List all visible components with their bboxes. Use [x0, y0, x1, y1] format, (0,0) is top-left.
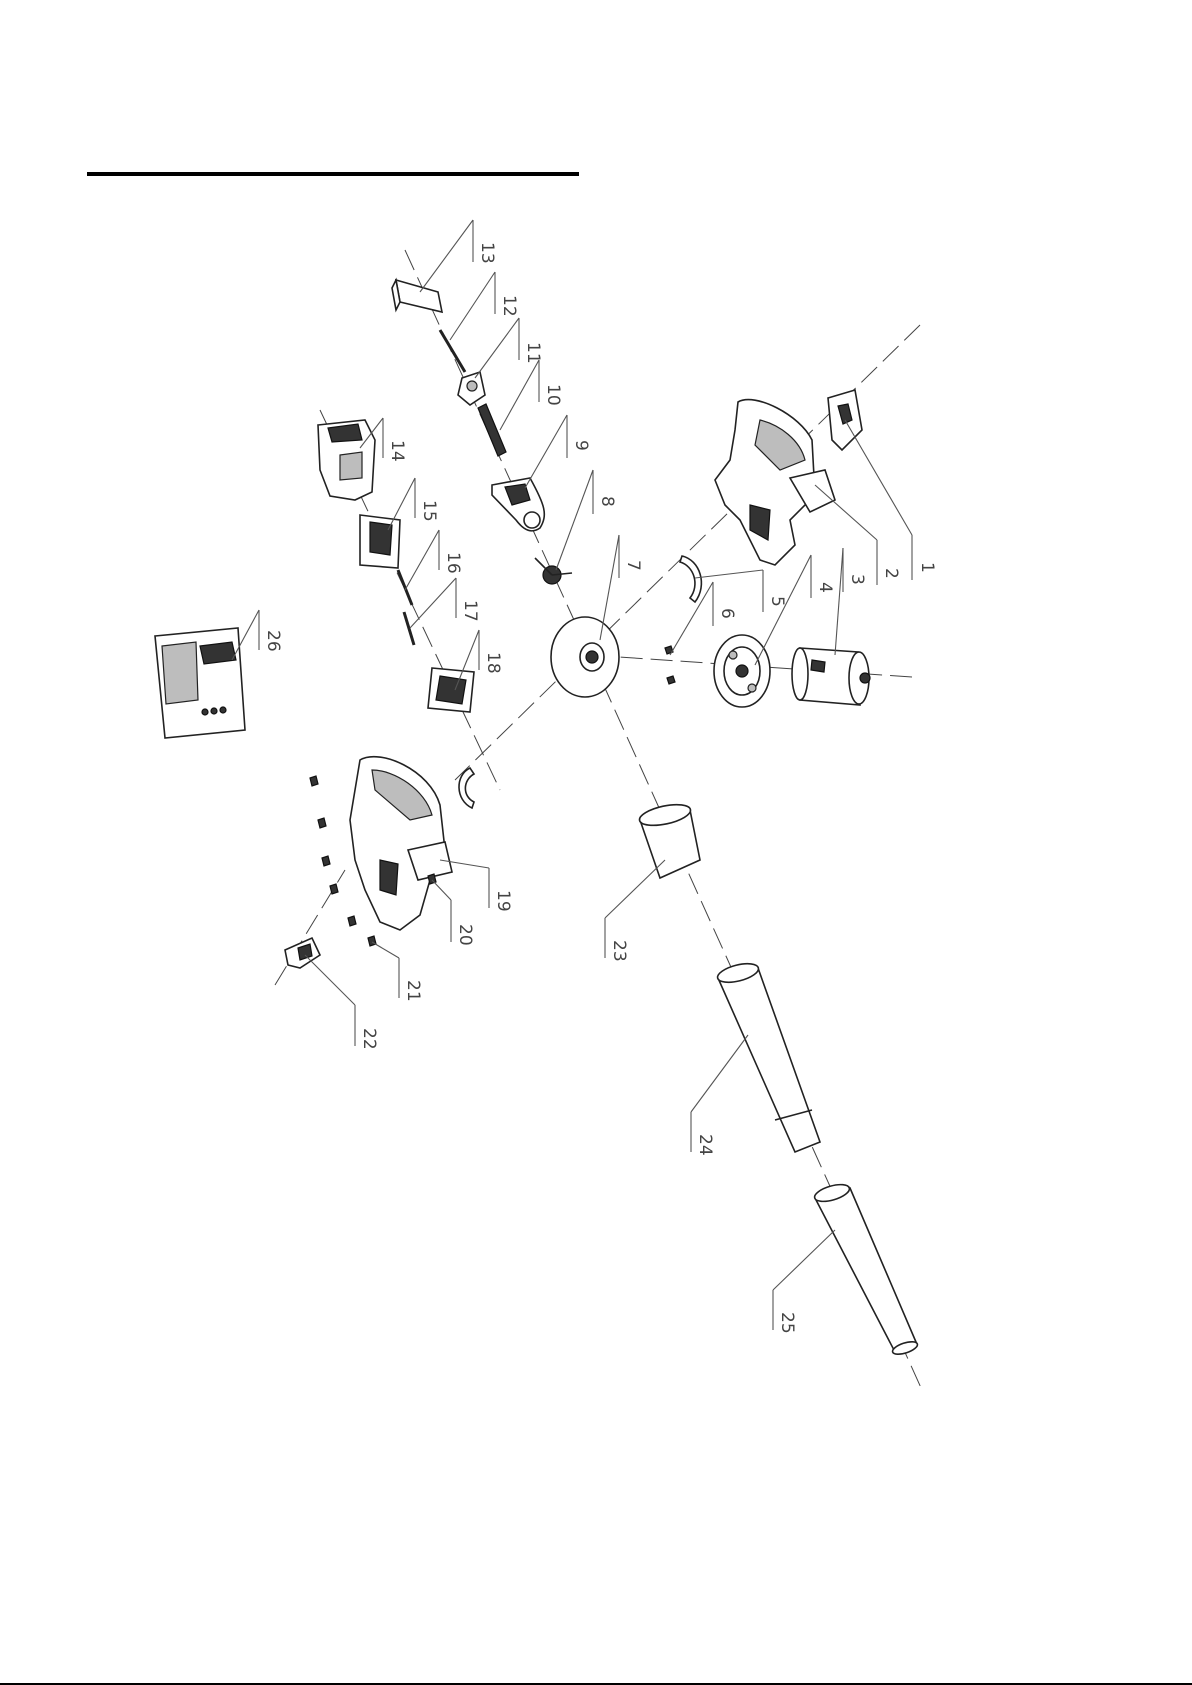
leader-line-13	[420, 220, 473, 292]
callout-number-16: 16	[443, 552, 463, 574]
leader-line-25	[773, 1230, 835, 1290]
leader-line-20	[432, 880, 451, 900]
leader-line-23	[605, 860, 665, 918]
callout-3: 3	[835, 548, 867, 655]
leader-line-2	[815, 485, 877, 540]
callout-9: 9	[525, 415, 591, 488]
leader-line-5	[695, 570, 763, 578]
part-25-nozzle	[813, 1181, 919, 1356]
callout-number-14: 14	[387, 440, 407, 462]
part-14-battery-pack	[318, 420, 375, 500]
callout-number-6: 6	[717, 608, 737, 619]
callout-layer: 1234567891011121314151617181920212223242…	[232, 220, 937, 1334]
callout-4: 4	[755, 555, 835, 665]
leader-line-16	[405, 530, 439, 590]
callout-number-13: 13	[477, 242, 497, 264]
part-15-terminal-plate	[360, 515, 400, 568]
callout-number-7: 7	[623, 560, 643, 571]
callout-number-15: 15	[419, 500, 439, 522]
callout-number-26: 26	[263, 630, 283, 652]
callout-11: 11	[475, 318, 543, 378]
leader-line-21	[372, 942, 399, 958]
callout-number-17: 17	[460, 600, 480, 622]
leader-line-12	[450, 272, 495, 340]
leader-line-11	[475, 318, 519, 378]
callout-number-2: 2	[881, 568, 901, 579]
callout-number-22: 22	[359, 1028, 379, 1050]
part-24-blower-tube	[716, 960, 820, 1152]
leader-line-24	[691, 1035, 748, 1112]
callout-10: 10	[500, 360, 563, 430]
part-4-motor-mount	[714, 635, 770, 707]
callout-7: 7	[600, 535, 643, 640]
leader-line-8	[556, 470, 593, 570]
part-6-screws	[665, 646, 675, 684]
callout-number-25: 25	[777, 1312, 797, 1334]
callout-21: 21	[372, 942, 423, 1002]
callout-number-4: 4	[815, 582, 835, 593]
leader-line-9	[525, 415, 567, 488]
part-2-housing-half	[715, 400, 835, 565]
callout-12: 12	[450, 272, 519, 340]
callout-number-11: 11	[523, 342, 543, 364]
leader-line-22	[305, 955, 355, 1005]
callout-25: 25	[773, 1230, 835, 1334]
callout-8: 8	[556, 470, 617, 570]
part-3-motor	[792, 648, 870, 705]
callout-number-20: 20	[455, 924, 475, 946]
part-10-spring	[478, 404, 506, 456]
callout-number-3: 3	[847, 574, 867, 585]
part-26-battery-charger	[155, 628, 245, 738]
part-17-contact	[404, 612, 414, 645]
part-16-contact	[398, 570, 412, 605]
leader-line-17	[410, 578, 456, 628]
callout-16: 16	[405, 530, 463, 590]
callout-number-8: 8	[597, 496, 617, 507]
callout-22: 22	[305, 955, 379, 1050]
callout-number-24: 24	[695, 1134, 715, 1156]
callout-number-9: 9	[571, 440, 591, 451]
leader-line-7	[600, 535, 619, 640]
callout-number-21: 21	[403, 980, 423, 1002]
part-8-torsion-spring	[535, 558, 572, 584]
part-18-battery-latch	[428, 668, 474, 712]
leader-line-15	[388, 478, 415, 530]
leader-line-1	[845, 420, 912, 535]
callout-13: 13	[420, 220, 497, 292]
part-7-fan-impeller	[551, 617, 619, 697]
callout-24: 24	[691, 1035, 748, 1156]
callout-23: 23	[605, 860, 665, 962]
part-19-housing-half	[350, 757, 452, 930]
callout-number-5: 5	[767, 596, 787, 607]
part-11-switch	[458, 372, 485, 405]
leader-line-10	[500, 360, 539, 430]
callout-number-12: 12	[499, 295, 519, 317]
part-22-end-cap	[285, 938, 320, 968]
part-13-clip	[392, 280, 442, 312]
part-9-trigger	[492, 478, 544, 531]
leader-line-6	[670, 582, 713, 655]
leader-line-3	[835, 548, 843, 655]
callout-5: 5	[695, 570, 787, 612]
callout-1: 1	[845, 420, 937, 580]
callout-number-23: 23	[609, 940, 629, 962]
part-5-seal-ring-upper	[680, 556, 701, 602]
callout-number-1: 1	[917, 562, 937, 573]
callout-17: 17	[410, 578, 480, 628]
callout-number-10: 10	[543, 384, 563, 406]
callout-number-19: 19	[493, 890, 513, 912]
part-23-tube-connector	[638, 801, 700, 878]
callout-20: 20	[432, 880, 475, 946]
callout-number-18: 18	[483, 652, 503, 674]
